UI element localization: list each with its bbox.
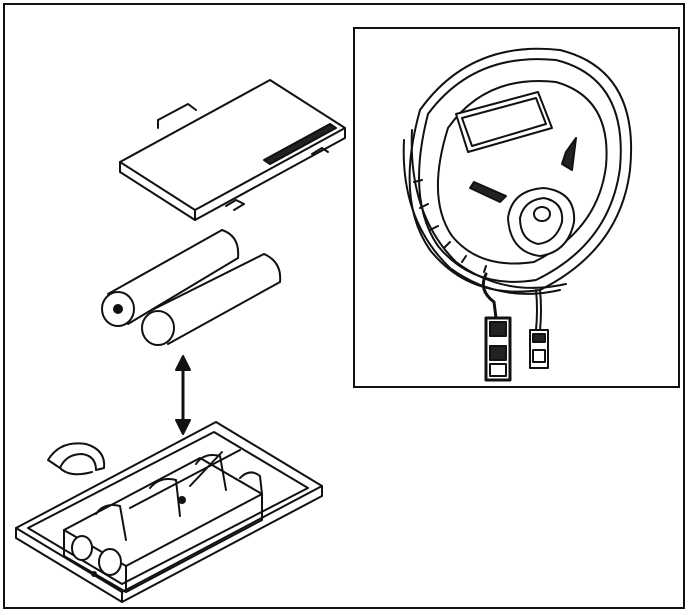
connector-plug-icon: [484, 316, 512, 382]
battery-cover-icon: [119, 79, 346, 221]
battery-icon: [141, 253, 282, 346]
diagram-frame: [3, 3, 685, 609]
battery-compartment-icon: [15, 421, 323, 603]
connector-plug-icon: [529, 329, 549, 369]
insert-arrow-icon: [175, 355, 191, 435]
console-icon: [402, 47, 633, 331]
battery-icon: [101, 229, 240, 327]
console-inset-frame: [353, 27, 680, 388]
